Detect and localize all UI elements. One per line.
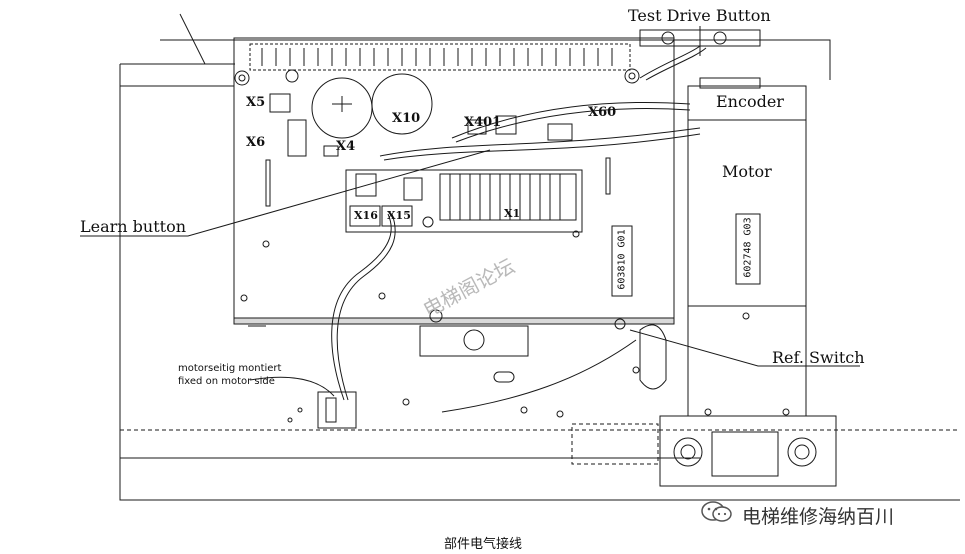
figure-caption: 部件电气接线 xyxy=(444,537,523,552)
screw-hole xyxy=(240,294,248,302)
connector-x1-label: X1 xyxy=(504,207,521,220)
note-line-1: motorseitig montiert xyxy=(178,363,282,374)
frame-hole xyxy=(632,366,640,374)
frame-hole xyxy=(297,407,303,413)
note-line-2: fixed on motor side xyxy=(178,376,275,387)
motor-cable-pair xyxy=(455,107,691,143)
bracket-hole xyxy=(463,329,485,351)
housing-bottom-rail xyxy=(233,317,675,325)
screw-top-right-inner xyxy=(628,72,636,80)
screw-top-left-inner xyxy=(238,74,246,82)
ref-switch-leader xyxy=(629,329,860,367)
test-drive-button-label: Test Drive Button xyxy=(628,6,771,25)
relay xyxy=(355,173,377,197)
board-part-number: 603810 G01 xyxy=(616,229,628,290)
gearbox-screw xyxy=(704,408,712,416)
motor-side-sensor xyxy=(317,391,357,429)
gearbox-screw xyxy=(782,408,790,416)
pulley-right xyxy=(787,437,817,467)
motor-side-sensor-core xyxy=(325,397,337,423)
capacitor-mark xyxy=(332,96,352,112)
connector-x5-body xyxy=(269,93,291,113)
pulley-left-hub xyxy=(680,444,696,460)
test-drive-cable xyxy=(639,45,701,79)
encoder-cable xyxy=(379,127,701,157)
connector-x15-body xyxy=(381,205,413,227)
vent-slot xyxy=(265,159,271,207)
test-drive-button xyxy=(661,31,675,45)
pulley-left xyxy=(673,437,703,467)
door-arc-path xyxy=(441,339,637,413)
test-drive-button-screw xyxy=(713,31,727,45)
wechat-icon xyxy=(700,500,734,524)
frame-hole xyxy=(287,417,293,423)
connector-x15-label: X15 xyxy=(387,209,411,222)
drive-gear xyxy=(711,431,779,477)
frame-hole xyxy=(402,398,410,406)
lower-board xyxy=(345,169,583,233)
dashed-counterweight xyxy=(571,423,659,465)
top-terminal-strip xyxy=(249,43,631,71)
motor-part-number: 602748 G03 xyxy=(742,217,754,278)
test-drive-cable-pair xyxy=(645,47,707,81)
motor-part-label-box xyxy=(735,213,761,285)
top-frame-line xyxy=(160,39,831,80)
frame-diagonal xyxy=(179,13,206,65)
base-frame-outline xyxy=(119,64,960,501)
motor-label: Motor xyxy=(722,162,772,181)
sensor-cable xyxy=(331,213,392,401)
brand-label: 电梯维修海纳百川 xyxy=(742,506,895,528)
test-drive-button-mount xyxy=(639,29,761,47)
gearbox-screw xyxy=(742,312,750,320)
board-part-label-box xyxy=(611,225,633,297)
connector-x6-label: X6 xyxy=(246,135,266,150)
connector-x401-label: X401 xyxy=(464,115,502,130)
ref-switch-label: Ref. Switch xyxy=(772,348,865,367)
x1-terminal-dividers xyxy=(449,174,561,220)
sensor-cable-pair xyxy=(336,213,396,401)
mounting-bracket xyxy=(419,325,529,357)
board-screw xyxy=(422,216,434,228)
capacitor-right xyxy=(371,73,433,135)
slot-hole xyxy=(493,371,515,383)
chip xyxy=(547,123,573,141)
screw-hole xyxy=(572,230,580,238)
screw-hole xyxy=(378,292,386,300)
keyhole-slot xyxy=(639,324,667,390)
screw-top-left xyxy=(234,70,250,86)
learn-button-body xyxy=(403,177,423,201)
chip xyxy=(495,115,517,135)
encoder-cable-pair xyxy=(383,133,701,161)
connector-x4-label: X4 xyxy=(336,139,356,154)
frame-hole xyxy=(556,410,564,418)
screw-bottom-center xyxy=(429,309,443,323)
frame-hole xyxy=(520,406,528,414)
pulley-right-hub xyxy=(794,444,810,460)
connector-x5-label: X5 xyxy=(246,95,266,110)
learn-button-label: Learn button xyxy=(80,217,187,236)
potentiometer xyxy=(285,69,299,83)
connector-x16-body xyxy=(349,205,381,227)
connector-x1-body xyxy=(439,173,577,221)
connector-x6-body xyxy=(287,119,307,157)
connector-x10-label: X10 xyxy=(392,111,421,126)
screw-hole xyxy=(262,240,270,248)
encoder-cap xyxy=(699,77,761,89)
screw-top-right xyxy=(624,68,640,84)
pulley-bracket xyxy=(659,415,837,487)
vent-slot xyxy=(605,157,611,195)
connector-x60-label: X60 xyxy=(588,105,617,120)
connector-x4-body xyxy=(323,145,339,157)
encoder-label: Encoder xyxy=(716,92,784,111)
connector-x16-label: X16 xyxy=(354,209,378,222)
terminal-pins xyxy=(261,48,613,66)
motor-cable xyxy=(451,102,691,139)
note-leader xyxy=(249,376,335,397)
learn-button-leader xyxy=(80,149,491,237)
